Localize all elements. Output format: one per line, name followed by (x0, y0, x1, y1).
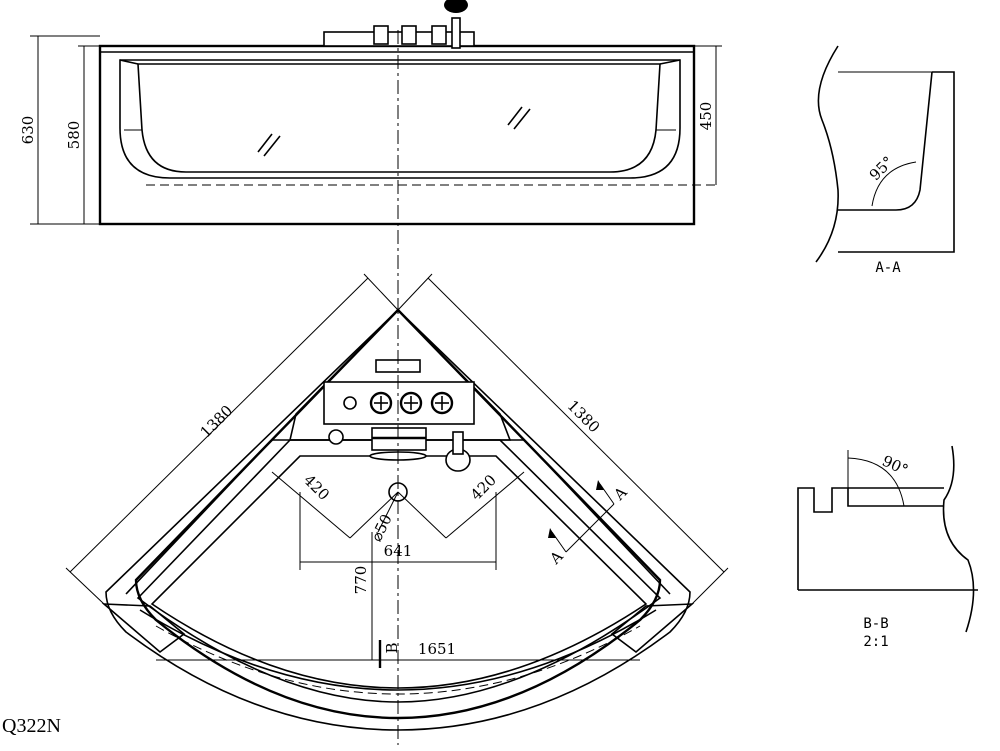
plan-view: ⌀50 1380 1380 420 420 (65, 273, 729, 745)
faucet-handles (373, 17, 461, 49)
section-marker-a-upper: A (610, 483, 631, 504)
section-b-label: B-B (863, 616, 888, 632)
section-b-angle-arc (847, 457, 905, 507)
section-b-profile (797, 487, 944, 590)
section-a-angle: 95° (866, 153, 898, 185)
dim-580 (78, 45, 100, 224)
dim-label-420-right: 420 (467, 471, 500, 504)
section-a-a: 95° A-A (815, 45, 955, 276)
plan-wall-left (125, 445, 267, 595)
plan-frame-right (610, 603, 695, 654)
glass-reflection-right (507, 106, 531, 130)
dim-label-420-left: 420 (300, 471, 333, 504)
section-b-b: 90° B-B 2:1 (797, 445, 978, 650)
dim-label-630: 630 (19, 116, 37, 145)
dim-450 (694, 45, 722, 185)
dim-1380-right (397, 273, 729, 605)
dim-label-450: 450 (697, 102, 715, 131)
front-body-outline (98, 44, 696, 226)
front-frame-right (659, 59, 681, 65)
shower-head-icon (444, 0, 468, 13)
section-a-break-line (815, 45, 839, 263)
glass-reflection-left (257, 133, 281, 157)
control-knobs (369, 391, 454, 415)
section-marker-a (548, 480, 615, 553)
section-a-angle-arc (871, 161, 917, 207)
model-code: Q322N (2, 715, 61, 737)
dim-641 (299, 492, 497, 570)
section-b-angle: 90° (879, 452, 911, 480)
dim-label-1651: 1651 (418, 640, 456, 658)
section-a-label: A-A (875, 260, 901, 276)
section-marker-b-label: B (383, 642, 401, 653)
section-marker-a-lower: A (546, 547, 567, 568)
dim-630 (30, 35, 100, 225)
section-a-inner-wall (838, 71, 933, 211)
section-b-break-line (942, 445, 975, 633)
front-elevation: 630 580 450 (19, 0, 722, 310)
front-frame-left (119, 59, 139, 65)
section-a-outer (838, 71, 955, 253)
dim-420-right (397, 471, 525, 539)
overflow-button-icon (328, 429, 344, 445)
dim-label-1380-left: 1380 (197, 402, 237, 442)
front-glass-inner (137, 63, 661, 173)
dim-label-641: 641 (384, 542, 413, 560)
drain-leader (377, 491, 399, 533)
dim-label-1380-right: 1380 (564, 397, 604, 437)
dim-1380-left (65, 273, 399, 605)
dim-label-580: 580 (65, 121, 83, 150)
front-glass-outer (119, 59, 681, 179)
plan-wall-right (529, 445, 671, 595)
control-button-icon (343, 396, 357, 410)
plan-frame-left (101, 603, 186, 654)
dim-420-left (271, 471, 399, 539)
handshower-holder-icon (452, 431, 464, 455)
section-b-scale: 2:1 (863, 634, 888, 650)
dim-label-770: 770 (352, 566, 370, 595)
plan-glass-front (139, 609, 657, 691)
